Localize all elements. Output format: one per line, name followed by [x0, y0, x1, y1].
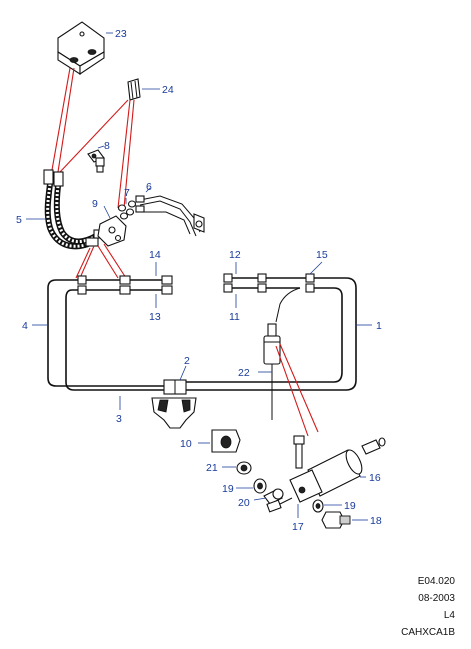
- callout-1: 1: [376, 320, 382, 332]
- callout-19-left: 19: [222, 483, 234, 495]
- callout-14: 14: [149, 249, 161, 261]
- callout-21: 21: [206, 462, 218, 474]
- callout-6: 6: [146, 181, 152, 193]
- callout-12: 12: [229, 249, 241, 261]
- callout-5: 5: [16, 214, 22, 226]
- pipe-assembly-6: [135, 195, 205, 237]
- callout-24: 24: [162, 84, 174, 96]
- bracket-center: [151, 397, 197, 429]
- washer-19-right: [312, 499, 324, 513]
- bracket-9: [97, 215, 127, 247]
- pipe-connectors: [77, 273, 315, 395]
- washer-19-left: [253, 478, 267, 494]
- callout-11: 11: [229, 311, 240, 323]
- callout-3: 3: [116, 413, 122, 425]
- valve-22: [263, 323, 281, 365]
- callout-17: 17: [292, 521, 304, 533]
- washers-7: [117, 200, 137, 220]
- reference-code: E04.020: [417, 576, 455, 587]
- clip-24: [127, 78, 141, 101]
- reference-level: L4: [443, 610, 455, 621]
- reference-drawing-id: CAHXCA1B: [401, 627, 455, 638]
- clamp-10: [211, 429, 241, 453]
- fitting-8: [87, 149, 105, 173]
- callout-20: 20: [238, 497, 250, 509]
- callout-numbers: 23 24 8 7 6 9 5 14 12 15 4 13 11 1 2 22 …: [16, 28, 382, 533]
- callout-8: 8: [104, 140, 110, 152]
- valve-assembly-16: [289, 435, 386, 503]
- spacer-20: [263, 488, 284, 505]
- callout-13: 13: [149, 311, 161, 323]
- callout-22: 22: [238, 367, 250, 379]
- bush-21: [236, 461, 252, 475]
- bolt-17: [266, 497, 293, 513]
- callout-9: 9: [92, 198, 98, 210]
- callout-15: 15: [316, 249, 328, 261]
- callout-4: 4: [22, 320, 28, 332]
- pipe-circuit: [47, 277, 357, 420]
- callout-2: 2: [184, 355, 190, 367]
- callout-19-right: 19: [344, 500, 356, 512]
- callout-7: 7: [124, 187, 130, 199]
- callout-16: 16: [369, 472, 381, 484]
- callout-10: 10: [180, 438, 192, 450]
- callout-23: 23: [115, 28, 127, 40]
- bolt-18: [321, 511, 351, 529]
- callout-18: 18: [370, 515, 382, 527]
- bracket-23: [57, 21, 105, 76]
- reference-date: 08-2003: [418, 593, 455, 604]
